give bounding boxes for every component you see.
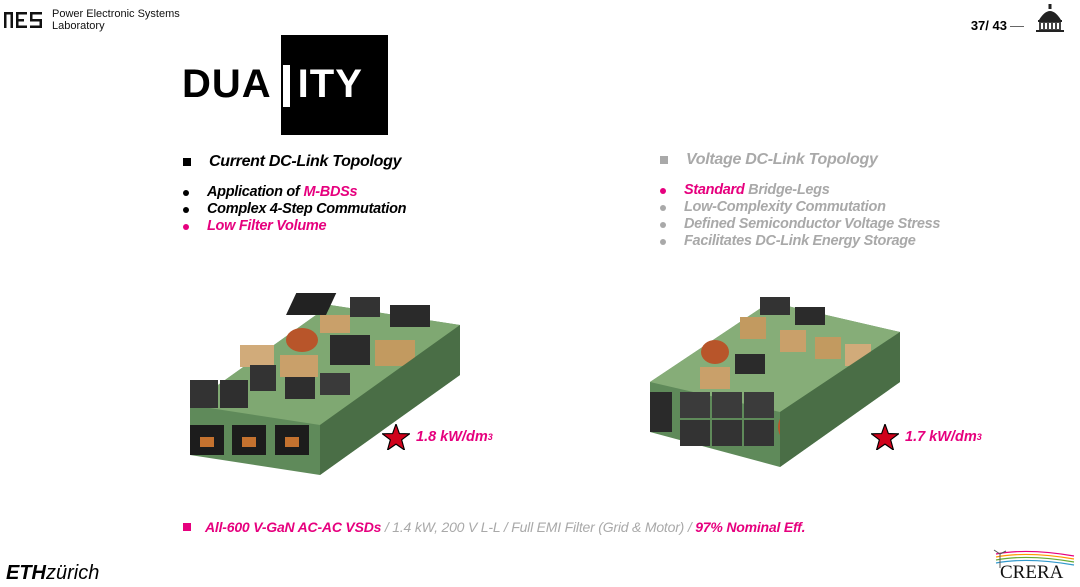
title-part1: DUA bbox=[182, 62, 272, 106]
eth-logo-rest: zürich bbox=[46, 562, 100, 584]
lab-name-line1: Power Electronic Systems bbox=[52, 8, 180, 20]
power-density-right-value: 1.7 kW/dm bbox=[905, 429, 977, 445]
lab-name: Power Electronic Systems Laboratory bbox=[52, 8, 180, 32]
eth-zurich-logo: ETHzürich bbox=[6, 562, 99, 585]
left-heading: Current DC-Link Topology bbox=[183, 152, 406, 172]
left-bullet-list: Application of M-BDSs Complex 4-Step Com… bbox=[183, 184, 407, 235]
title-divider-bar bbox=[281, 65, 290, 107]
right-heading-text: Voltage DC-Link Topology bbox=[686, 151, 878, 168]
left-bullet-1-pre: Application of bbox=[207, 184, 300, 200]
bullet-dot bbox=[660, 221, 666, 228]
square-bullet-accent bbox=[183, 523, 191, 531]
bullet-dot-accent bbox=[660, 187, 666, 194]
right-bullet-2-text: Low-Complexity Commutation bbox=[684, 199, 886, 215]
page-number: 37/ 43 bbox=[971, 18, 1024, 33]
bullet-dot bbox=[183, 206, 189, 213]
page-underline bbox=[1010, 26, 1024, 28]
page-current: 37 bbox=[970, 18, 986, 33]
right-heading: Voltage DC-Link Topology bbox=[660, 150, 940, 170]
bullet-dot bbox=[660, 204, 666, 211]
bullet-dot-accent bbox=[183, 223, 189, 230]
power-density-right-sup: 3 bbox=[976, 432, 982, 442]
right-bullet-1-highlight: Standard bbox=[684, 182, 745, 198]
left-bullet-3-highlight: Low Filter Volume bbox=[207, 218, 327, 234]
crera-logo-text: CRERA bbox=[1000, 562, 1064, 583]
right-bullet-2: Low-Complexity Commutation bbox=[660, 199, 940, 216]
pes-logo bbox=[4, 12, 42, 28]
page-total: 43 bbox=[992, 18, 1007, 33]
lab-name-line2: Laboratory bbox=[52, 20, 105, 32]
title-black-block bbox=[281, 35, 388, 135]
voltage-dc-link-prototype-image bbox=[650, 297, 900, 467]
crera-logo-icon bbox=[993, 549, 1075, 568]
left-bullet-2: Complex 4-Step Commutation bbox=[183, 201, 407, 218]
right-bullet-1: Standard Bridge-Legs bbox=[660, 182, 940, 199]
left-heading-text: Current DC-Link Topology bbox=[209, 153, 402, 170]
summary-line: All-600 V-GaN AC-AC VSDs / 1.4 kW, 200 V… bbox=[183, 519, 806, 535]
square-bullet bbox=[183, 158, 191, 166]
star-icon bbox=[871, 424, 899, 450]
title-part2: ITY bbox=[297, 62, 363, 106]
dome-icon bbox=[1036, 4, 1064, 32]
power-density-left-value: 1.8 kW/dm bbox=[416, 429, 488, 445]
summary-part3: 97% Nominal Eff. bbox=[695, 519, 806, 535]
square-bullet bbox=[660, 156, 668, 164]
bullet-dot bbox=[660, 238, 666, 245]
current-dc-link-prototype-image bbox=[190, 293, 460, 475]
slide-title: DUA ITY bbox=[182, 61, 363, 107]
summary-part2: / 1.4 kW, 200 V L-L / Full EMI Filter (G… bbox=[381, 519, 696, 535]
left-bullet-1: Application of M-BDSs bbox=[183, 184, 406, 201]
left-bullet-2-text: Complex 4-Step Commutation bbox=[207, 201, 407, 217]
left-column: Current DC-Link Topology Application of … bbox=[183, 152, 407, 235]
right-bullet-1-post: Bridge-Legs bbox=[744, 182, 830, 198]
power-density-left-sup: 3 bbox=[487, 432, 493, 442]
summary-part1: All-600 V-GaN AC-AC VSDs bbox=[205, 519, 382, 535]
right-bullet-3: Defined Semiconductor Voltage Stress bbox=[660, 216, 940, 233]
right-bullet-3-text: Defined Semiconductor Voltage Stress bbox=[684, 216, 941, 232]
left-bullet-3: Low Filter Volume bbox=[183, 218, 406, 235]
right-bullet-list: Standard Bridge-Legs Low-Complexity Comm… bbox=[660, 182, 940, 250]
eth-logo-bold: ETH bbox=[6, 562, 46, 584]
star-icon bbox=[382, 424, 410, 450]
bullet-dot bbox=[183, 189, 189, 196]
right-bullet-4: Facilitates DC-Link Energy Storage bbox=[660, 233, 940, 250]
right-bullet-4-text: Facilitates DC-Link Energy Storage bbox=[684, 233, 916, 249]
left-bullet-1-highlight: M-BDSs bbox=[303, 184, 358, 200]
page-separator: / bbox=[985, 18, 989, 33]
right-column: Voltage DC-Link Topology Standard Bridge… bbox=[660, 150, 940, 250]
